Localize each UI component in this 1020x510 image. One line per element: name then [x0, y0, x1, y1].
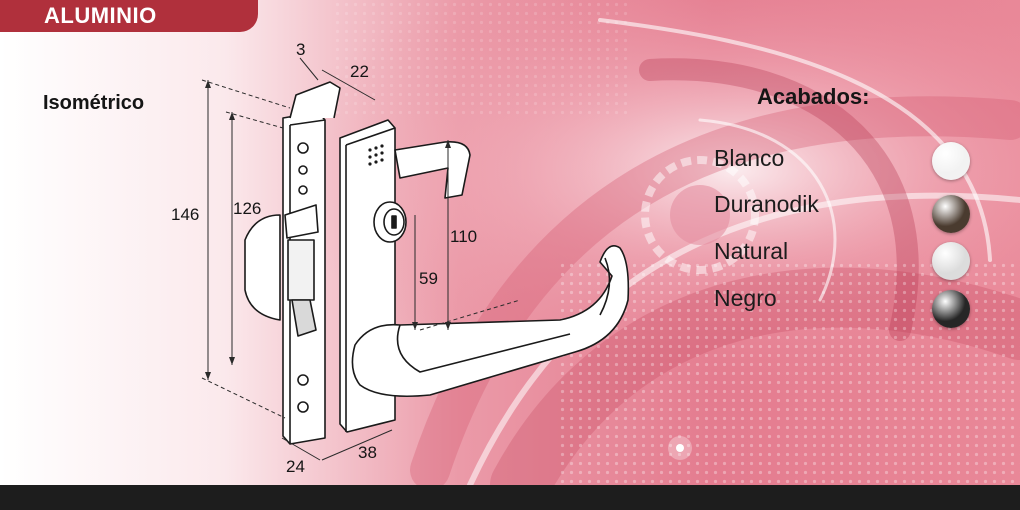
lock-housing — [244, 214, 281, 321]
swatch-blanco — [932, 142, 970, 180]
thumb-lever — [394, 140, 471, 199]
dim-22-line — [321, 69, 376, 101]
dim-label-24: 24 — [286, 457, 305, 476]
dim-label-110: 110 — [450, 227, 478, 246]
finish-label-blanco: Blanco — [714, 145, 785, 171]
dim-24-line — [281, 437, 321, 461]
finishes-title: Acabados: — [757, 84, 870, 109]
dim-label-146: 146 — [171, 205, 200, 224]
finish-label-duranodik: Duranodik — [714, 191, 819, 217]
dim-label-126: 126 — [233, 199, 262, 218]
dim-label-38: 38 — [358, 443, 377, 462]
category-tag-label: ALUMINIO — [44, 3, 157, 28]
latch-window — [287, 239, 315, 301]
dim-label-3: 3 — [296, 40, 306, 59]
background-graphic — [0, 0, 1020, 485]
footer-bar — [0, 485, 1020, 510]
dim-label-22: 22 — [350, 62, 369, 81]
view-label: Isométrico — [43, 92, 145, 114]
swatch-negro — [932, 290, 970, 328]
lock-drawing — [201, 57, 630, 461]
latch-bolt — [291, 299, 317, 337]
swatch-duranodik — [932, 195, 970, 233]
finish-label-negro: Negro — [714, 285, 777, 311]
dim-38-line — [321, 429, 393, 461]
dim-3-line — [299, 57, 319, 81]
swatch-natural — [932, 242, 970, 280]
dim-label-59: 59 — [419, 269, 438, 288]
lever-handle — [351, 245, 630, 398]
category-tag: ALUMINIO — [0, 0, 258, 32]
finish-label-natural: Natural — [714, 238, 789, 264]
